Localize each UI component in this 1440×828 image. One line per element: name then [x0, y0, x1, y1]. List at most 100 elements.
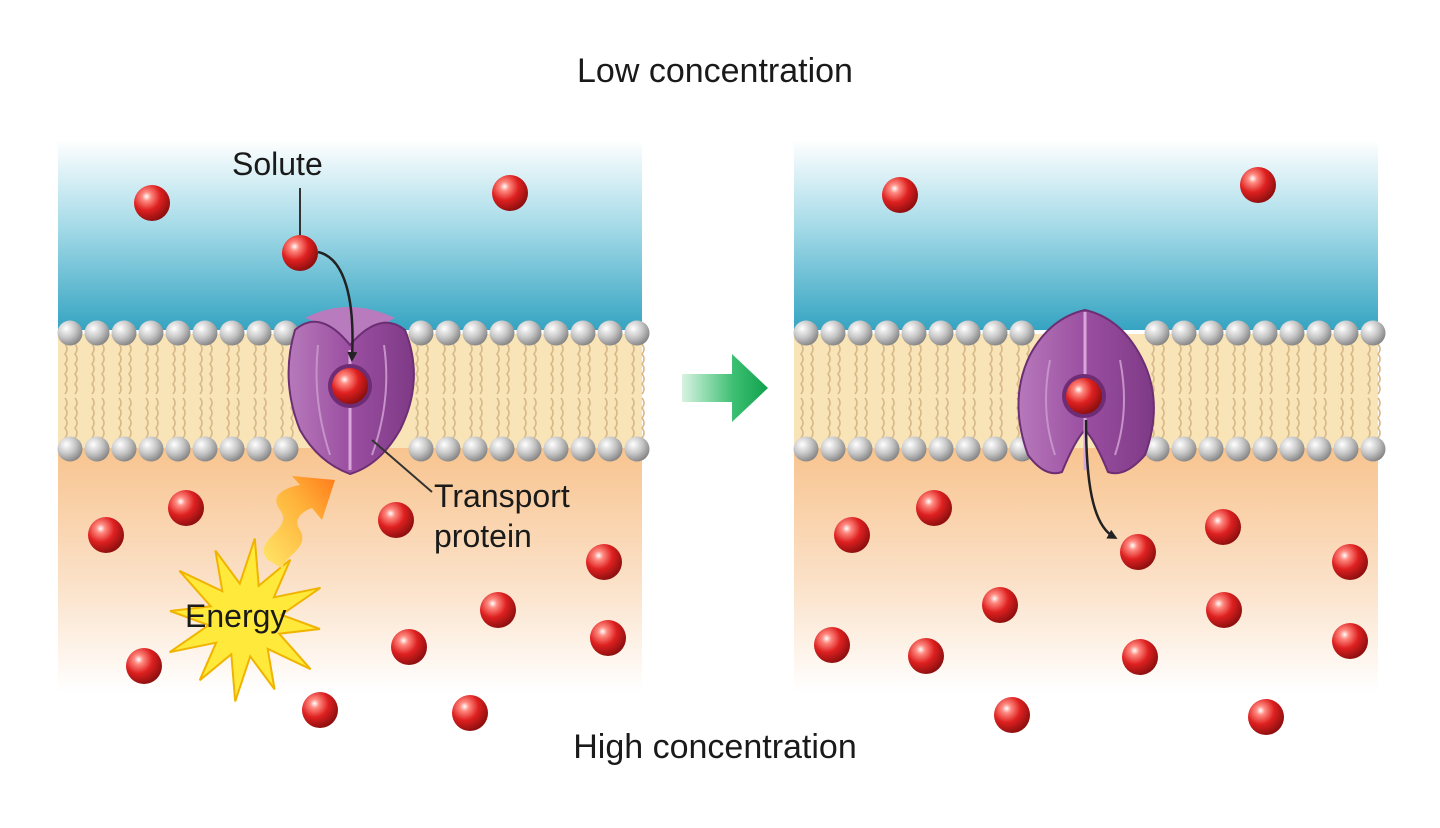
- phospholipid-head: [138, 436, 164, 462]
- phospholipid-head: [793, 320, 819, 346]
- phospholipid-head: [1252, 320, 1278, 346]
- solute-particle: [1122, 639, 1158, 675]
- phospholipid-head: [847, 436, 873, 462]
- solute-particle: [88, 517, 124, 553]
- phospholipid-head: [1279, 320, 1305, 346]
- phospholipid-head: [462, 320, 488, 346]
- panel-after: [793, 140, 1386, 735]
- solute-particle: [908, 638, 944, 674]
- phospholipid-head: [84, 436, 110, 462]
- phospholipid-head: [111, 320, 137, 346]
- solute-particle: [834, 517, 870, 553]
- phospholipid-heads: [57, 320, 650, 462]
- solute-entry-arrow: [317, 250, 358, 362]
- phospholipid-head: [1198, 436, 1224, 462]
- transport-pointer-line: [371, 439, 433, 493]
- solute-particle: [1248, 699, 1284, 735]
- phospholipid-head: [1360, 436, 1386, 462]
- phospholipid-head: [955, 320, 981, 346]
- phospholipid-head: [1306, 436, 1332, 462]
- solute-particle: [1066, 378, 1102, 414]
- phospholipid-head: [928, 436, 954, 462]
- phospholipid-head: [543, 436, 569, 462]
- phospholipid-head: [901, 320, 927, 346]
- solute-label: Solute: [232, 146, 323, 182]
- solute-particle: [134, 185, 170, 221]
- phospholipid-head: [192, 320, 218, 346]
- phospholipid-head: [57, 320, 83, 346]
- phospholipid-head: [982, 436, 1008, 462]
- transport-label-line1: Transport: [434, 478, 570, 514]
- phospholipid-head: [1333, 320, 1359, 346]
- phospholipid-head: [1198, 320, 1224, 346]
- phospholipid-head: [928, 320, 954, 346]
- phospholipid-head: [1171, 320, 1197, 346]
- phospholipid-head: [408, 436, 434, 462]
- phospholipid-head: [874, 320, 900, 346]
- phospholipid-head: [192, 436, 218, 462]
- phospholipid-head: [1171, 436, 1197, 462]
- phospholipid-head: [165, 436, 191, 462]
- phospholipid-head: [246, 436, 272, 462]
- phospholipid-head: [273, 436, 299, 462]
- phospholipid-head: [138, 320, 164, 346]
- phospholipid-head: [597, 436, 623, 462]
- solute-particle: [480, 592, 516, 628]
- lipid-tails: [63, 343, 645, 449]
- phospholipid-head: [820, 320, 846, 346]
- phospholipid-head: [1252, 436, 1278, 462]
- phospholipid-head: [570, 436, 596, 462]
- transport-protein-label: Transport protein: [434, 476, 570, 556]
- process-arrow-icon: [682, 354, 768, 422]
- phospholipid-head: [57, 436, 83, 462]
- solute-particle: [126, 648, 162, 684]
- phospholipid-head: [793, 436, 819, 462]
- phospholipid-head: [219, 320, 245, 346]
- solute-particle: [1332, 623, 1368, 659]
- phospholipid-head: [1306, 320, 1332, 346]
- phospholipid-head: [435, 320, 461, 346]
- phospholipid-head: [847, 320, 873, 346]
- phospholipid-head: [1225, 436, 1251, 462]
- solute-particle: [916, 490, 952, 526]
- phospholipid-head: [1333, 436, 1359, 462]
- phospholipid-head: [1144, 436, 1170, 462]
- solute-particle: [882, 177, 918, 213]
- solute-particle: [586, 544, 622, 580]
- phospholipid-head: [1279, 436, 1305, 462]
- solute-particles: [814, 167, 1368, 735]
- solute-particle: [452, 695, 488, 731]
- solute-particle: [982, 587, 1018, 623]
- phospholipid-head: [874, 436, 900, 462]
- phospholipid-head: [219, 436, 245, 462]
- phospholipid-head: [820, 436, 846, 462]
- solute-particle: [1240, 167, 1276, 203]
- phospholipid-head: [1009, 320, 1035, 346]
- solute-particle: [994, 697, 1030, 733]
- extracellular-region: [794, 140, 1378, 330]
- phospholipid-head: [246, 320, 272, 346]
- solute-particle: [814, 627, 850, 663]
- solute-particle: [1120, 534, 1156, 570]
- phospholipid-head: [516, 320, 542, 346]
- solute-particle: [168, 490, 204, 526]
- solute-particle: [1205, 509, 1241, 545]
- phospholipid-head: [570, 320, 596, 346]
- phospholipid-head: [543, 320, 569, 346]
- solute-particle: [302, 692, 338, 728]
- high-concentration-label: High concentration: [573, 728, 857, 766]
- solute-particle: [332, 368, 368, 404]
- phospholipid-head: [408, 320, 434, 346]
- phospholipid-heads: [793, 320, 1386, 462]
- phospholipid-head: [1144, 320, 1170, 346]
- solute-particle: [590, 620, 626, 656]
- solute-particle: [282, 235, 318, 271]
- panel-before: [57, 140, 650, 731]
- solute-particle: [1206, 592, 1242, 628]
- phospholipid-head: [955, 436, 981, 462]
- phospholipid-head: [982, 320, 1008, 346]
- phospholipid-head: [84, 320, 110, 346]
- cytoplasm-region: [794, 448, 1378, 693]
